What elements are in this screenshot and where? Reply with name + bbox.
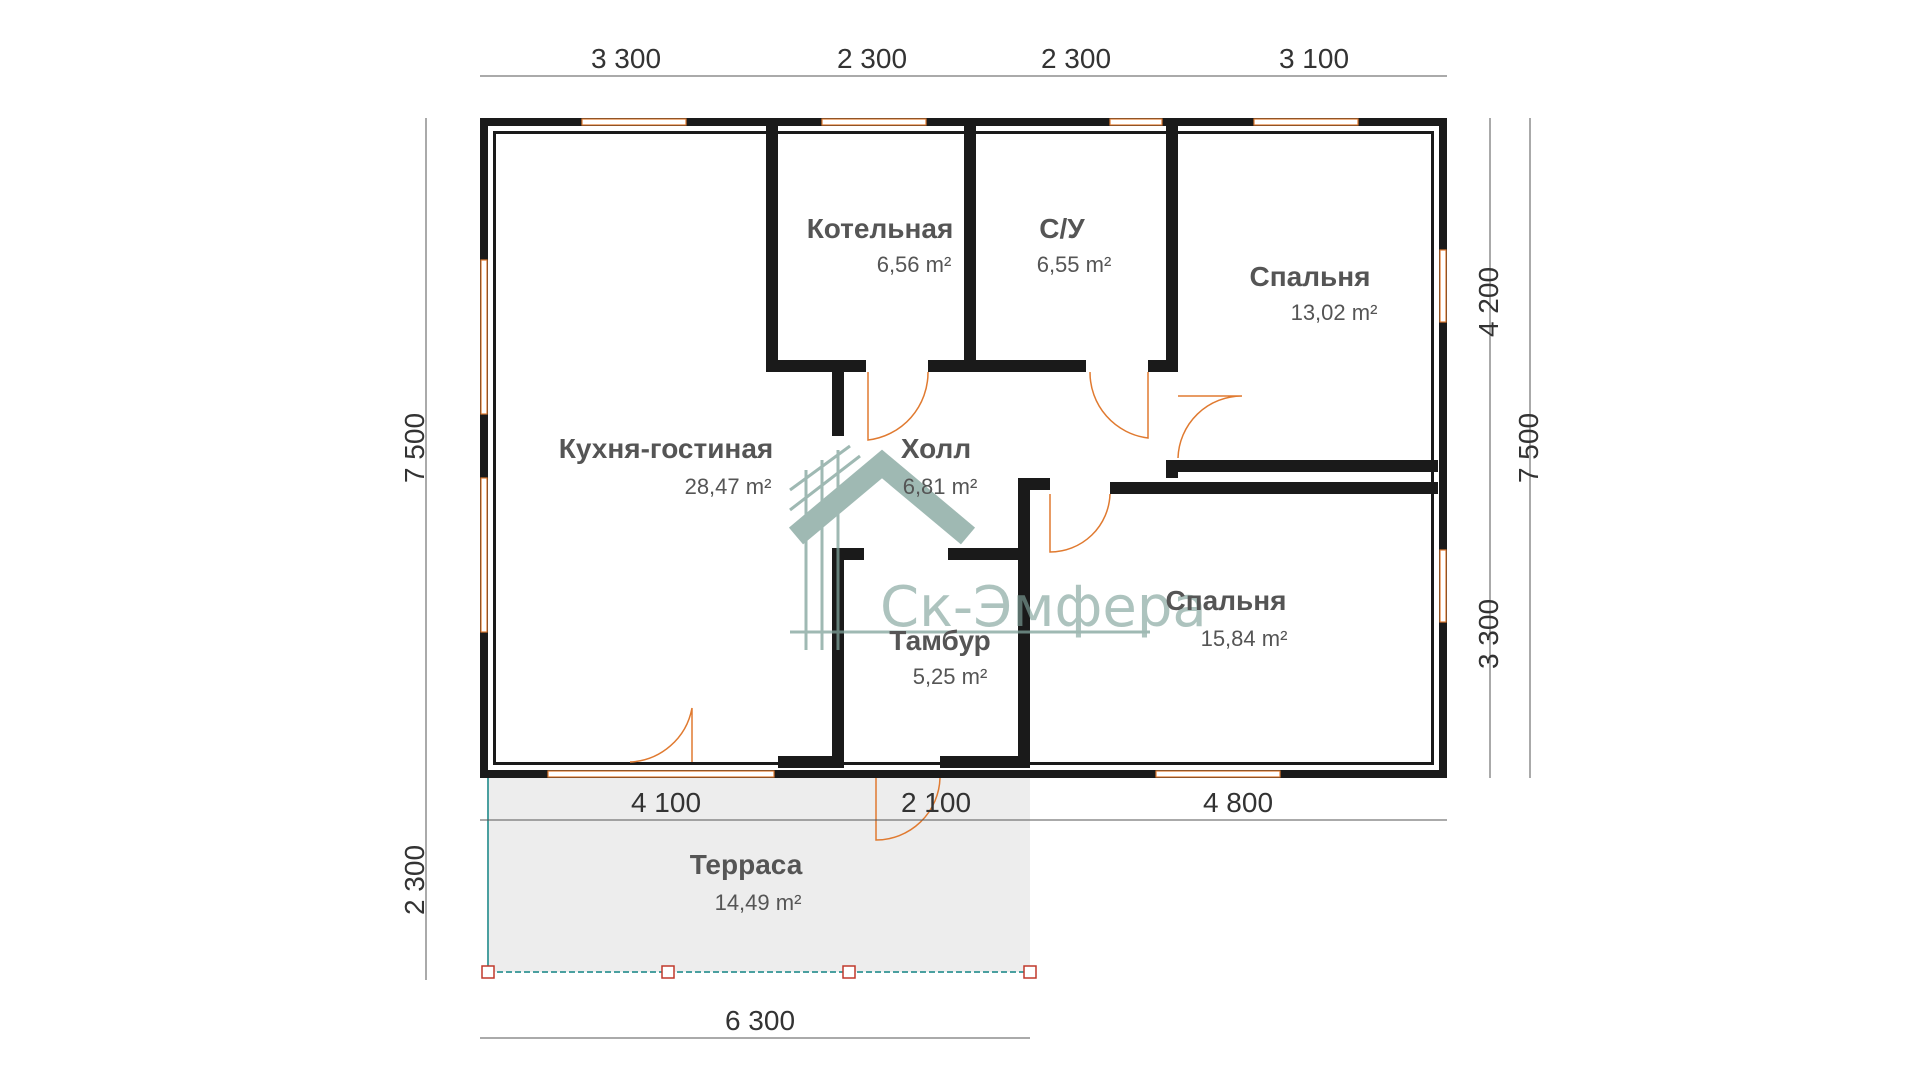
logo-frame-line [789, 454, 861, 512]
room-area-boiler: 6,56 m² [877, 252, 952, 277]
wall-kitchen-boiler [766, 126, 778, 370]
dim-bottom-3: 4 800 [1203, 787, 1273, 818]
room-name-terrace: Терраса [690, 849, 803, 880]
terrace-post [481, 965, 495, 979]
window [1253, 118, 1359, 126]
room-area-vestibule: 5,25 m² [913, 664, 988, 689]
logo-text: Ск-Эмфера [880, 575, 1207, 640]
wall-boiler-bottom-left [766, 360, 866, 372]
terrace-post [1023, 965, 1037, 979]
wall-bath-bottom-left [964, 360, 1086, 372]
room-area-bedroom2: 15,84 m² [1201, 626, 1288, 651]
window [1155, 770, 1281, 778]
window [547, 770, 775, 778]
dim-right-lower: 3 300 [1473, 599, 1504, 669]
dim-top-1: 3 300 [591, 43, 661, 74]
window [480, 477, 488, 633]
room-area-kitchen: 28,47 m² [685, 474, 772, 499]
door-arc [1089, 371, 1149, 439]
dim-right-total: 7 500 [1513, 413, 1544, 483]
door-arc [867, 371, 929, 441]
dim-bottom-2: 2 100 [901, 787, 971, 818]
room-name-kitchen: Кухня-гостиная [559, 433, 774, 464]
wall-bedroom1-bottom [1166, 460, 1438, 472]
window [1109, 118, 1163, 126]
terrace [481, 778, 1037, 979]
dim-left-house: 7 500 [399, 413, 430, 483]
dim-top-3: 2 300 [1041, 43, 1111, 74]
dimension-lines [425, 75, 1531, 1039]
wall-vestibule-right-top [948, 548, 1030, 560]
wall-boiler-bath [964, 126, 976, 372]
wall-bedroom1-stub [1166, 460, 1178, 478]
interior-walls [766, 126, 1438, 768]
room-name-bathroom: С/У [1039, 213, 1085, 244]
door-arc [1049, 493, 1111, 553]
dim-bottom-1: 4 100 [631, 787, 701, 818]
dim-top-4: 3 100 [1279, 43, 1349, 74]
door-arc [629, 707, 693, 763]
wall-bottom-vestibule-right [940, 756, 1030, 768]
dim-right-upper: 4 200 [1473, 267, 1504, 337]
dim-top-2: 2 300 [837, 43, 907, 74]
logo-frame-line [789, 444, 851, 492]
room-name-bedroom1: Спальня [1250, 261, 1371, 292]
room-name-bedroom2: Спальня [1166, 585, 1287, 616]
window [1439, 249, 1447, 323]
wall-vestibule-left-top [832, 548, 864, 560]
room-area-bathroom: 6,55 m² [1037, 252, 1112, 277]
door-arc [1177, 395, 1243, 459]
wall-bath-bedroom [1166, 126, 1178, 372]
window [821, 118, 927, 126]
window [480, 259, 488, 415]
wall-stub-kitchen [832, 360, 844, 436]
window [1439, 549, 1447, 623]
room-name-hall: Холл [901, 433, 971, 464]
room-area-terrace: 14,49 m² [715, 890, 802, 915]
doors [629, 371, 1243, 841]
dimension-labels: 3 300 2 300 2 300 3 100 4 100 2 100 4 80… [399, 43, 1544, 1036]
dim-left-terrace: 2 300 [399, 845, 430, 915]
room-name-boiler: Котельная [807, 213, 954, 244]
logo-house-roof [788, 449, 976, 545]
wall-bottom-vestibule-left [778, 756, 844, 768]
room-name-vestibule: Тамбур [889, 625, 991, 656]
terrace-floor [488, 778, 1030, 972]
wall-hall-stub [1018, 478, 1050, 490]
room-labels: Кухня-гостиная 28,47 m² Котельная 6,56 m… [559, 213, 1378, 915]
room-area-hall: 6,81 m² [903, 474, 978, 499]
door-arc [875, 777, 941, 841]
window [581, 118, 687, 126]
windows [480, 118, 1447, 778]
room-area-bedroom1: 13,02 m² [1291, 300, 1378, 325]
terrace-post [661, 965, 675, 979]
company-logo: Ск-Эмфера [788, 444, 1207, 650]
wall-bedroom2-top [1110, 482, 1438, 494]
terrace-post [842, 965, 856, 979]
dim-bottom-terrace: 6 300 [725, 1005, 795, 1036]
wall-vestibule-left [832, 548, 844, 768]
